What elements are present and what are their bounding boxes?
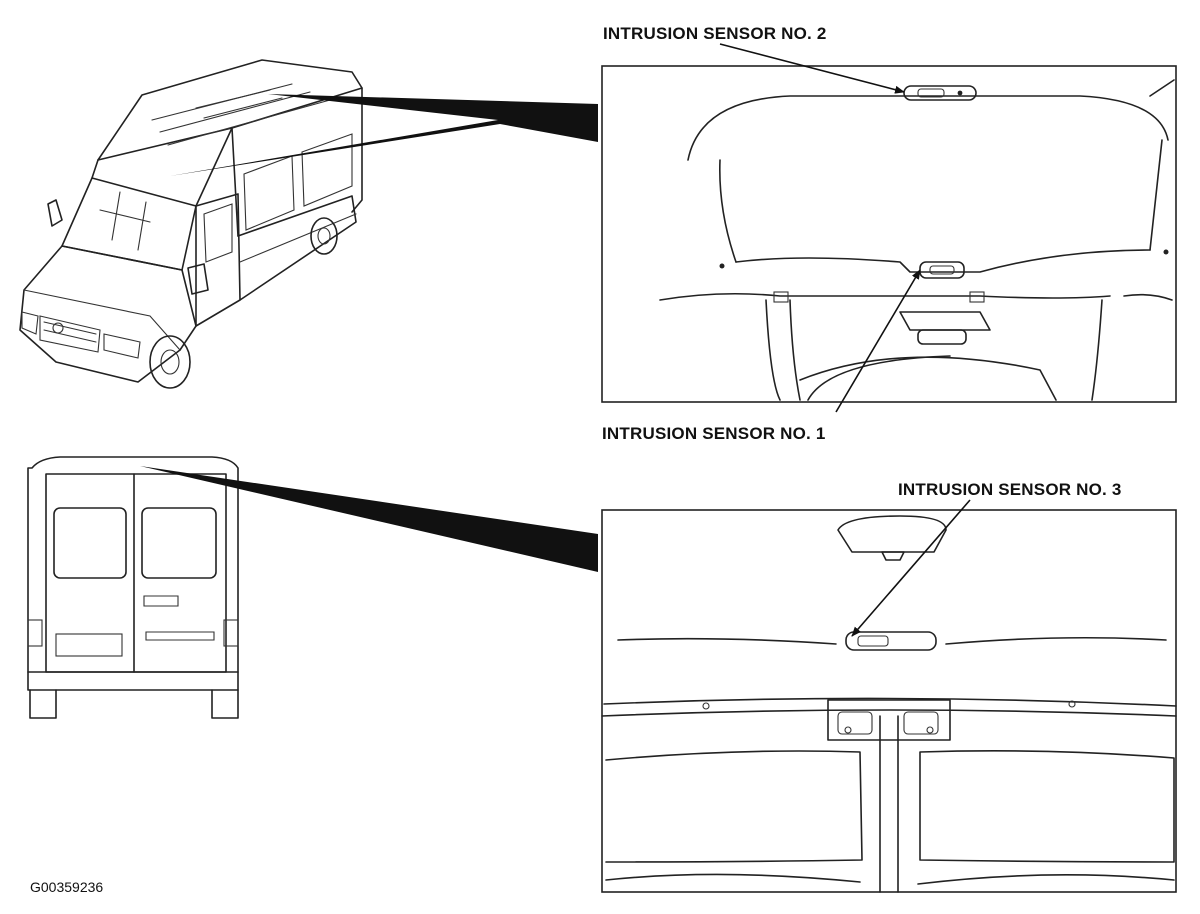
- detail-panel-front-interior: [601, 65, 1177, 403]
- leader-arrow-sensor-1: [835, 269, 921, 413]
- label-intrusion-sensor-3: INTRUSION SENSOR NO. 3: [898, 480, 1122, 499]
- label-intrusion-sensor-2: INTRUSION SENSOR NO. 2: [603, 24, 827, 43]
- van-rear-illustration: [27, 456, 239, 719]
- detail-panel-rear-interior: [601, 509, 1177, 893]
- callout-wedge-upper: [170, 94, 598, 176]
- callout-wedge-lower: [140, 466, 598, 572]
- figure-code: G00359236: [30, 879, 104, 895]
- leader-arrow-sensor-2: [719, 43, 905, 94]
- leader-arrow-sensor-3: [851, 499, 971, 637]
- van-front-illustration: [19, 59, 363, 389]
- label-intrusion-sensor-1: INTRUSION SENSOR NO. 1: [602, 424, 826, 443]
